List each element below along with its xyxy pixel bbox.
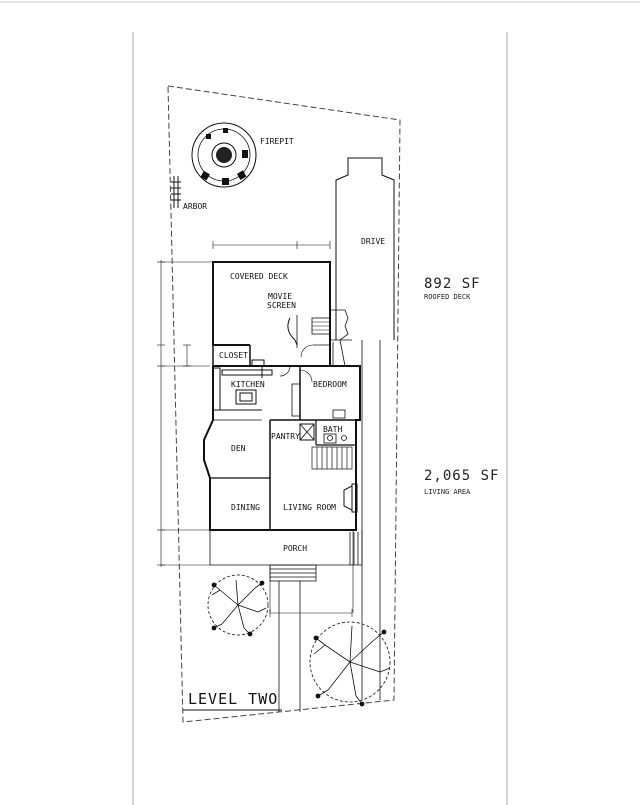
level-title: LEVEL TWO [188,690,278,708]
tree-icon-right [309,621,391,707]
pantry-bath [269,419,356,460]
tree-icon-left [207,574,269,637]
bedroom-room [291,366,356,421]
covered-deck-room [212,261,331,366]
house-outline [203,365,361,531]
drive-label: DRIVE [361,237,385,246]
dining-label: DINING [231,503,260,512]
interior-walls [210,419,271,530]
porch-label: PORCH [283,544,307,553]
living-room-label: LIVING ROOM [283,503,336,512]
roofed-deck-area: 892 SF [424,276,481,292]
living-area: 2,065 SF [424,468,499,484]
property-line [167,85,401,723]
den-label: DEN [231,444,246,453]
covered-deck-label: COVERED DECK [230,272,288,281]
living-area-label: LIVING AREA [424,488,471,496]
movie-screen-label-1: MOVIE [268,292,292,301]
firepit-icon [191,122,257,188]
bath-label: BATH [323,425,342,434]
arbor-icon [171,176,181,208]
kitchen-room [212,359,291,411]
porch [209,530,363,712]
interior-stair [311,446,353,470]
closet-label: CLOSET [219,351,248,360]
firepit-label: FIREPIT [260,137,294,146]
exterior-stair [330,309,352,367]
movie-screen-label-2: SCREEN [267,301,296,310]
kitchen-label: KITCHEN [231,380,265,389]
fireplace-icon [343,483,358,513]
arbor-label: ARBOR [183,202,207,211]
drive [335,157,395,340]
bedroom-label: BEDROOM [313,380,347,389]
pantry-label: PANTRY [271,432,300,441]
roofed-deck-area-label: ROOFED DECK [424,293,471,301]
